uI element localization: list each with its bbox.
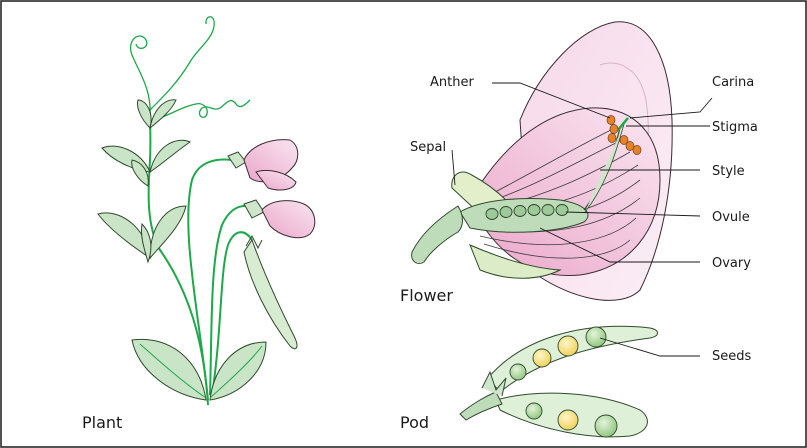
- label-stigma: Stigma: [712, 120, 758, 135]
- label-ovule: Ovule: [712, 210, 750, 225]
- seed: [510, 364, 526, 380]
- ovule: [528, 205, 540, 216]
- ovule: [556, 205, 568, 216]
- ovule: [542, 205, 554, 216]
- seed: [526, 403, 542, 419]
- caption-plant: Plant: [82, 413, 122, 432]
- label-seeds: Seeds: [712, 349, 752, 364]
- anther: [608, 134, 616, 143]
- caption-flower: Flower: [400, 286, 453, 305]
- seed: [586, 327, 606, 347]
- anther: [610, 125, 618, 134]
- ovule: [486, 209, 498, 220]
- label-style: Style: [712, 164, 745, 179]
- seed: [558, 410, 578, 430]
- anther: [633, 146, 641, 155]
- seed: [595, 415, 617, 437]
- seed: [533, 349, 551, 367]
- seed: [558, 336, 578, 356]
- ovule: [514, 206, 526, 217]
- label-ovary: Ovary: [712, 256, 751, 271]
- caption-pod: Pod: [400, 413, 429, 432]
- label-anther: Anther: [430, 75, 474, 90]
- label-sepal: Sepal: [410, 140, 446, 155]
- ovule: [500, 207, 512, 218]
- label-carina: Carina: [712, 75, 754, 90]
